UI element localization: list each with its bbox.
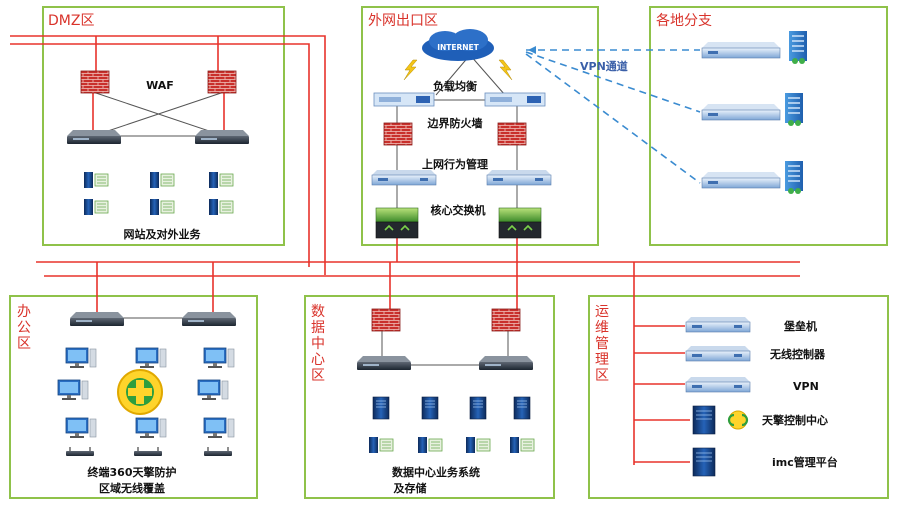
zone-title-exit: 外网出口区 [368, 13, 438, 29]
behavior-label: 上网行为管理 [422, 157, 488, 171]
zone-title-branch: 各地分支 [656, 13, 712, 29]
wireless-controller-device [685, 345, 751, 362]
core-label: 核心交换机 [431, 203, 486, 217]
tianqing-logo-icon [117, 369, 163, 415]
bastion-host-device [685, 316, 751, 333]
load-balancer-right [484, 92, 546, 107]
zone-boxes [9, 6, 889, 499]
tianqing-center-server [692, 405, 716, 435]
zone-title-dc-3: 中 [311, 336, 325, 352]
internet-label: INTERNET [437, 43, 479, 52]
ops-label-bastion: 堡垒机 [784, 319, 817, 333]
zone-title-ops-5: 区 [595, 368, 609, 384]
dmz-switch-right [195, 130, 249, 144]
imc-server [692, 447, 716, 477]
dc-caption-1: 数据中心业务系统 [392, 465, 480, 479]
behavior-mgmt-left [371, 169, 437, 186]
zone-office [9, 295, 258, 499]
dc-firewall-right [491, 308, 521, 332]
internet-cloud-icon: INTERNET [422, 29, 494, 61]
vpn-tunnel-label: VPN通道 [580, 59, 628, 73]
office-switch-left [70, 312, 124, 326]
lightning-icon [403, 59, 513, 81]
tianqing-small-icon [727, 409, 749, 431]
zone-title-dc-5: 区 [311, 368, 325, 384]
zone-title-office-1: 办 [17, 304, 31, 320]
zone-ops [588, 295, 889, 499]
backbone-links [10, 35, 800, 465]
office-aps [65, 446, 233, 457]
waf-label: WAF [146, 79, 174, 92]
zone-dmz [42, 6, 285, 246]
dc-switch-left [357, 356, 411, 370]
dc-servers [368, 396, 535, 454]
ops-label-tianqing: 天擎控制中心 [762, 413, 828, 427]
dc-firewall-left [371, 308, 401, 332]
zone-title-ops-4: 理 [595, 352, 609, 368]
waf-firewall-left [80, 70, 110, 94]
behavior-mgmt-right [486, 169, 552, 186]
core-switch-right [498, 207, 542, 239]
dmz-switch-left [67, 130, 121, 144]
zone-title-ops-1: 运 [595, 304, 609, 320]
waf-firewall-right [207, 70, 237, 94]
dc-caption-2: 及存储 [394, 481, 427, 495]
zone-title-ops-2: 维 [595, 320, 609, 336]
branch-sites [701, 30, 808, 195]
lb-label: 负载均衡 [433, 79, 477, 93]
border-firewall-left [383, 122, 413, 146]
ops-label-imc: imc管理平台 [772, 455, 838, 469]
office-switch-right [182, 312, 236, 326]
zone-title-office-3: 区 [17, 336, 31, 352]
zone-datacenter [304, 295, 555, 499]
web-servers [83, 171, 234, 216]
dc-switch-right [479, 356, 533, 370]
core-switch-left [375, 207, 419, 239]
ops-label-vpn: VPN [793, 380, 819, 393]
ops-label-wlc: 无线控制器 [769, 347, 826, 361]
office-caption-2: 区域无线覆盖 [99, 481, 165, 495]
web-caption: 网站及对外业务 [124, 227, 202, 241]
office-caption-1: 终端360天擎防护 [88, 465, 177, 479]
zone-branch [649, 6, 888, 246]
fw-label: 边界防火墙 [427, 116, 483, 130]
vpn-tunnels [525, 49, 701, 184]
zone-title-office-2: 公 [17, 320, 31, 336]
load-balancer-left [373, 92, 435, 107]
vpn-device [685, 376, 751, 393]
border-firewall-right [497, 122, 527, 146]
zone-title-dc-2: 据 [311, 320, 325, 336]
zone-title-dmz: DMZ区 [48, 13, 94, 29]
zone-title-dc-4: 心 [311, 352, 325, 368]
zone-title-dc-1: 数 [311, 304, 325, 320]
zone-title-ops-3: 管 [595, 336, 609, 352]
zone-exit [361, 6, 599, 246]
